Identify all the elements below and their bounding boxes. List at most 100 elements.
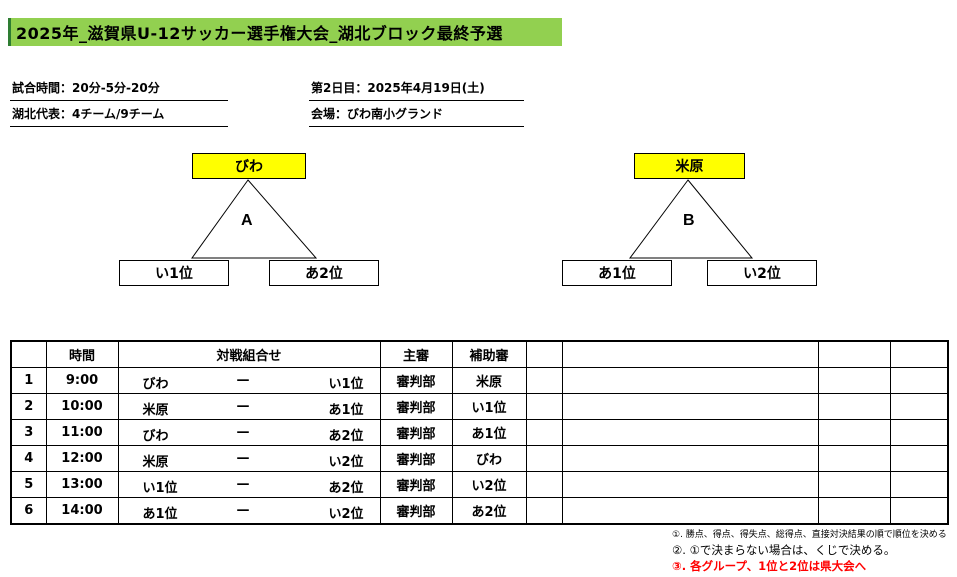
header-matchup: 対戦組合せ: [117, 340, 381, 368]
match-time: 11:00: [45, 419, 119, 446]
group-b-triangle: [629, 179, 754, 259]
header-time: 時間: [45, 340, 119, 368]
match-number: 5: [10, 471, 47, 498]
blank-cell: [817, 393, 891, 420]
referee-cell: 審判部: [379, 419, 453, 446]
versus-dash: —: [236, 399, 250, 414]
blank-cell: [525, 393, 563, 420]
match-number: 3: [10, 419, 47, 446]
blank-cell: [889, 393, 949, 420]
referee-cell: 審判部: [379, 471, 453, 498]
blank-cell: [817, 367, 891, 394]
match-time: 12:00: [45, 445, 119, 472]
referee-cell: 審判部: [379, 393, 453, 420]
info-underline: [10, 100, 228, 101]
match-number: 2: [10, 393, 47, 420]
versus-dash: —: [236, 451, 250, 466]
referee-cell: 審判部: [379, 367, 453, 394]
home-team: 米原: [142, 455, 169, 470]
away-team: い1位: [328, 377, 364, 392]
versus-dash: —: [236, 503, 250, 518]
assistant-cell: い1位: [451, 393, 527, 420]
home-team: びわ: [142, 429, 169, 444]
blank-cell: [889, 497, 949, 525]
header-blank: [525, 340, 563, 368]
info-underline: [309, 100, 524, 101]
blank-cell: [561, 497, 819, 525]
referee-cell: 審判部: [379, 497, 453, 525]
blank-cell: [817, 419, 891, 446]
group-b-letter: B: [683, 212, 695, 229]
match-number: 4: [10, 445, 47, 472]
header-referee: 主審: [379, 340, 453, 368]
blank-cell: [889, 367, 949, 394]
matchup-cell: びわ—い1位: [117, 367, 381, 394]
header-blank: [817, 340, 891, 368]
blank-cell: [525, 497, 563, 525]
blank-cell: [561, 471, 819, 498]
header-no: [10, 340, 47, 368]
blank-cell: [817, 497, 891, 525]
versus-dash: —: [236, 477, 250, 492]
blank-cell: [889, 445, 949, 472]
table-header-row: 時間 対戦組合せ 主審 補助審: [10, 340, 949, 368]
match-number: 6: [10, 497, 47, 525]
assistant-cell: い2位: [451, 471, 527, 498]
page-title: 2025年_滋賀県U-12サッカー選手権大会_湖北ブロック最終予選: [8, 18, 562, 46]
blank-cell: [817, 445, 891, 472]
away-team: い2位: [328, 507, 364, 522]
match-number: 1: [10, 367, 47, 394]
group-b-slot-right: い2位: [707, 260, 817, 286]
assistant-cell: 米原: [451, 367, 527, 394]
match-time: 9:00: [45, 367, 119, 394]
group-a-triangle: [191, 179, 318, 259]
blank-cell: [817, 471, 891, 498]
blank-cell: [525, 419, 563, 446]
teams-info: 湖北代表：4チーム/9チーム: [12, 107, 165, 121]
header-assistant: 補助審: [451, 340, 527, 368]
note-advancement: ③. 各グループ、1位と2位は県大会へ: [672, 559, 867, 573]
assistant-cell: あ1位: [451, 419, 527, 446]
blank-cell: [561, 393, 819, 420]
home-team: びわ: [142, 377, 169, 392]
away-team: あ2位: [328, 481, 364, 496]
header-blank: [889, 340, 949, 368]
match-time: 14:00: [45, 497, 119, 525]
matchup-cell: 米原 — い2位: [117, 445, 381, 472]
blank-cell: [561, 367, 819, 394]
home-team: あ1位: [142, 507, 178, 522]
group-a-seed: びわ: [192, 153, 306, 179]
group-a-letter: A: [241, 212, 253, 229]
matchup-cell: 米原—あ1位: [117, 393, 381, 420]
matchup-cell: い1位 — あ2位: [117, 471, 381, 498]
info-underline: [309, 126, 524, 127]
referee-cell: 審判部: [379, 445, 453, 472]
note-lottery-rule: ②. ①で決まらない場合は、くじで決める。: [672, 543, 896, 557]
blank-cell: [561, 445, 819, 472]
away-team: い2位: [328, 455, 364, 470]
home-team: い1位: [142, 481, 178, 496]
match-time: 10:00: [45, 393, 119, 420]
versus-dash: —: [236, 425, 250, 440]
match-time-info: 試合時間：20分-5分-20分: [12, 81, 160, 95]
assistant-cell: あ2位: [451, 497, 527, 525]
group-a-slot-right: あ2位: [269, 260, 379, 286]
info-underline: [10, 126, 228, 127]
match-time: 13:00: [45, 471, 119, 498]
blank-cell: [889, 419, 949, 446]
venue-info: 会場：びわ南小グランド: [311, 107, 444, 121]
assistant-cell: びわ: [451, 445, 527, 472]
group-a-slot-left: い1位: [119, 260, 229, 286]
blank-cell: [525, 471, 563, 498]
away-team: あ2位: [328, 429, 364, 444]
blank-cell: [525, 445, 563, 472]
note-ranking-rule: ①. 勝点、得点、得失点、総得点、直接対決結果の順で順位を決める: [672, 530, 947, 540]
away-team: あ1位: [328, 403, 364, 418]
matchup-cell: びわ — あ2位: [117, 419, 381, 446]
